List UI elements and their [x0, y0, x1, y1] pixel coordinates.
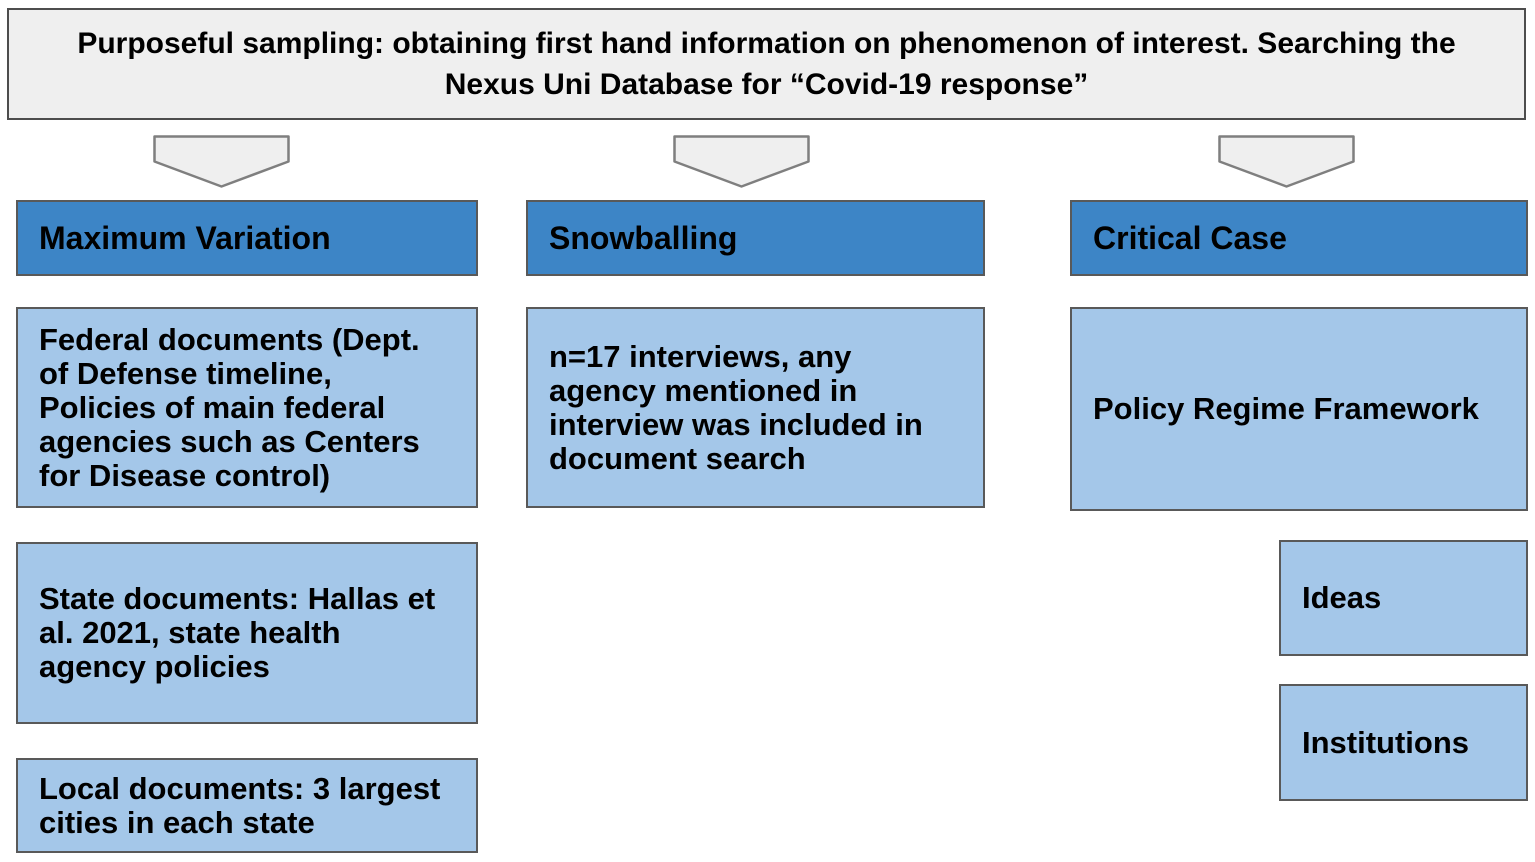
header-maximum-variation-label: Maximum Variation: [39, 219, 331, 256]
box-local-documents: Local documents: 3 largest cities in eac…: [16, 758, 478, 853]
header-snowballing: Snowballing: [526, 200, 985, 276]
box-policy-regime-framework: Policy Regime Framework: [1070, 307, 1528, 511]
down-arrow-icon: [1218, 135, 1355, 188]
box-state-documents: State documents: Hallas et al. 2021, sta…: [16, 542, 478, 724]
header-critical-case-label: Critical Case: [1093, 219, 1287, 256]
box-ideas-text: Ideas: [1302, 580, 1382, 615]
header-critical-case: Critical Case: [1070, 200, 1528, 276]
down-arrow-icon: [673, 135, 810, 188]
header-snowballing-label: Snowballing: [549, 219, 738, 256]
title-banner-text: Purposeful sampling: obtaining first han…: [77, 27, 1456, 101]
box-ideas: Ideas: [1279, 540, 1528, 656]
box-interviews: n=17 interviews, any agency mentioned in…: [526, 307, 985, 508]
box-institutions: Institutions: [1279, 684, 1528, 801]
box-state-documents-text: State documents: Hallas et al. 2021, sta…: [39, 581, 436, 684]
box-local-documents-text: Local documents: 3 largest cities in eac…: [39, 770, 441, 840]
box-federal-documents-text: Federal documents (Dept. of Defense time…: [39, 321, 420, 493]
header-maximum-variation: Maximum Variation: [16, 200, 478, 276]
box-federal-documents: Federal documents (Dept. of Defense time…: [16, 307, 478, 508]
title-banner: Purposeful sampling: obtaining first han…: [7, 8, 1526, 120]
box-policy-regime-framework-text: Policy Regime Framework: [1093, 391, 1479, 426]
down-arrow-icon: [153, 135, 290, 188]
box-institutions-text: Institutions: [1302, 724, 1470, 760]
box-interviews-text: n=17 interviews, any agency mentioned in…: [549, 338, 923, 476]
